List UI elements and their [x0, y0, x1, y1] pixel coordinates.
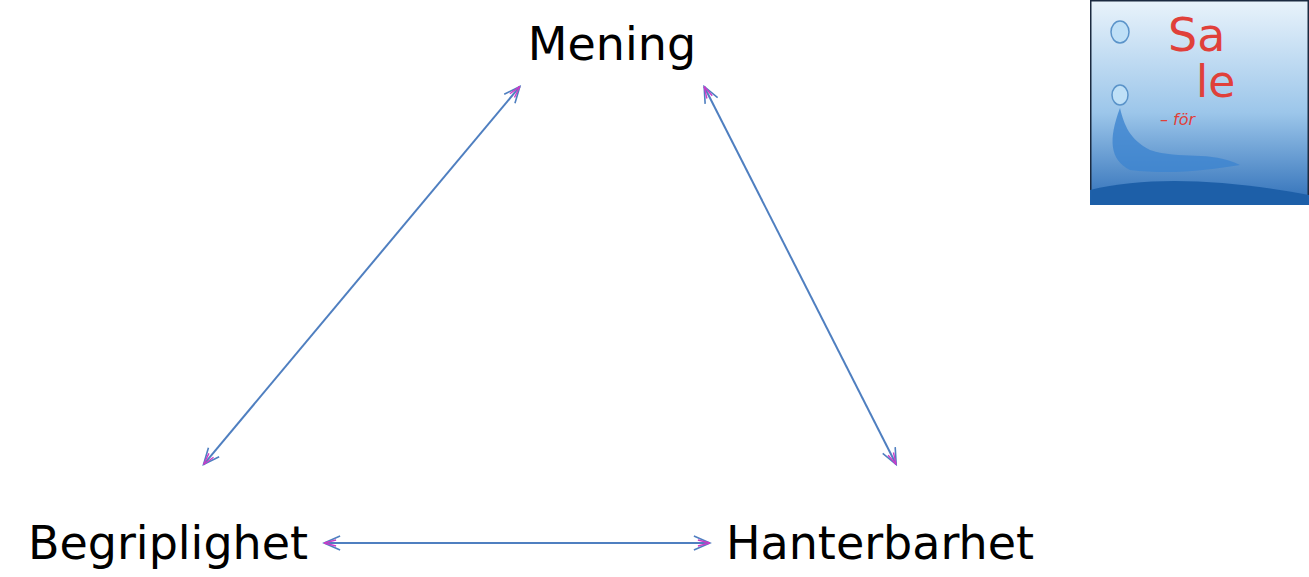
- concept-node: Mening: [520, 14, 704, 75]
- cover-title: le: [1196, 56, 1235, 107]
- concept-label: Hanterbarhet: [726, 517, 1034, 570]
- concept-label: Begriplighet: [28, 517, 308, 570]
- cover-title: Sa: [1168, 8, 1225, 62]
- concept-label: Mening: [528, 18, 696, 71]
- double-arrow: [704, 86, 896, 464]
- concept-node: Begriplighet: [20, 513, 316, 574]
- cover-title: – för: [1160, 110, 1195, 129]
- concept-node: Hanterbarhet: [718, 513, 1042, 574]
- double-arrow: [324, 542, 710, 544]
- double-arrow: [204, 86, 520, 464]
